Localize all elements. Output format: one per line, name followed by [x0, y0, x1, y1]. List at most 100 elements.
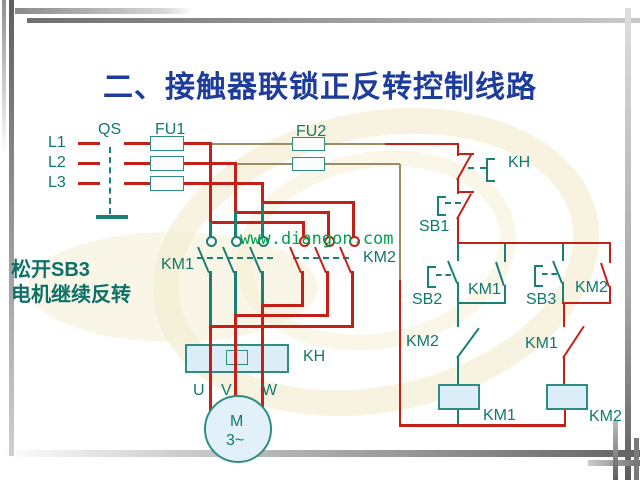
sb2-dashes [436, 274, 451, 276]
label-km2-hold: KM2 [575, 279, 608, 296]
wire-segment [261, 182, 264, 204]
label-km1-nc: KM1 [525, 335, 558, 352]
wire-segment [562, 244, 564, 261]
frame-bar-left-short [2, 0, 6, 155]
label-fu2: FU2 [296, 123, 327, 140]
label-sb3: SB3 [526, 291, 557, 308]
wire-segment [385, 143, 459, 145]
wire-segment [457, 244, 459, 261]
fuse-fu1-l3 [150, 176, 184, 191]
wire-segment [78, 162, 100, 165]
wire-segment [351, 271, 354, 328]
wire-segment [78, 142, 100, 145]
wire-segment [457, 242, 611, 244]
wire-segment [209, 271, 212, 326]
wire-segment [563, 356, 565, 386]
label-km2-main: KM2 [363, 249, 396, 266]
wire-segment [234, 271, 237, 316]
sb1-bracket [437, 196, 446, 216]
label-fu1: FU1 [155, 121, 186, 138]
wire-segment [457, 217, 459, 244]
wire-segment [234, 314, 237, 412]
qs-switch-linkage [109, 147, 111, 214]
wire-segment [261, 271, 264, 306]
label-sb1: SB1 [419, 218, 450, 235]
qs-switch-bar [96, 215, 128, 219]
label-u: U [193, 382, 205, 399]
frame-bar-left [9, 0, 14, 456]
wire-segment [209, 325, 354, 328]
wire-segment [209, 221, 305, 224]
label-l3: L3 [48, 174, 66, 191]
label-motor-m: M [230, 413, 244, 430]
annotation-text: 松开SB3 电机继续反转 [11, 258, 131, 308]
wire-segment [327, 211, 330, 238]
wire-segment [261, 201, 355, 204]
fuse-fu2-l1 [292, 137, 325, 151]
wire-segment [457, 282, 459, 304]
wire-segment [399, 280, 401, 426]
wire-segment [326, 271, 329, 317]
label-qs: QS [98, 121, 122, 138]
frame-bar-corner-v2 [634, 438, 639, 480]
wire-segment [209, 142, 212, 224]
frame-bar-bottom [0, 450, 640, 457]
annotation-line1: 松开SB3 [11, 259, 90, 281]
frame-bar-right [625, 8, 631, 480]
frame-bar-top [27, 18, 640, 23]
wire-segment [78, 182, 100, 185]
wire-segment [301, 271, 304, 307]
wire-segment [458, 191, 474, 193]
contact-terminal [324, 236, 335, 247]
wire-segment [564, 406, 566, 426]
annotation-line2: 电机继续反转 [11, 284, 131, 306]
wire-segment [234, 212, 237, 237]
sb3-bracket [534, 265, 543, 287]
sb1-dashes [445, 202, 461, 204]
wire-segment [609, 242, 611, 263]
label-sb2: SB2 [412, 291, 443, 308]
watermark-text: www.diangon.com [240, 229, 394, 249]
label-km1-hold: KM1 [468, 281, 501, 298]
label-kh-contact: KH [508, 154, 531, 171]
kh-thermal-notch [226, 350, 248, 365]
wire-segment [562, 282, 564, 304]
wire-segment [457, 302, 506, 304]
label-km2-coil: KM2 [589, 408, 622, 425]
wire-segment [261, 203, 264, 237]
km1-nc-contact [562, 325, 585, 359]
wire-segment [302, 221, 305, 238]
motor-symbol [204, 395, 272, 463]
wire-segment [504, 244, 506, 262]
kh-dashes [468, 167, 486, 169]
wire-segment [209, 222, 212, 237]
frame-bar-top-short [15, 8, 193, 14]
contact-terminal [299, 236, 310, 247]
kh-thermal-box [185, 344, 289, 373]
wire-segment [399, 164, 401, 282]
wire-segment [563, 302, 565, 327]
wire-segment [124, 142, 151, 145]
wire-segment [234, 211, 330, 214]
km2-coil [546, 384, 588, 410]
wire-segment [181, 142, 212, 145]
wire-segment [504, 285, 506, 303]
contact-terminal [349, 236, 360, 247]
contact-terminal [258, 236, 269, 247]
fuse-fu1-l1 [150, 136, 184, 151]
wire-segment [181, 182, 264, 185]
label-l2: L2 [48, 154, 66, 171]
km1-linkage-dashes [197, 257, 273, 259]
label-w: W [262, 382, 278, 399]
label-kh-box: KH [303, 348, 326, 365]
slide-title: 二、接触器联锁正反转控制线路 [103, 71, 537, 104]
label-l1: L1 [48, 134, 66, 151]
background-swirl [28, 232, 318, 342]
wire-segment [352, 201, 355, 238]
sb3-dashes [542, 273, 557, 275]
wire-segment [609, 286, 611, 304]
wire-segment [234, 314, 329, 317]
wire-segment [562, 302, 611, 304]
fuse-fu1-l2 [150, 156, 184, 171]
